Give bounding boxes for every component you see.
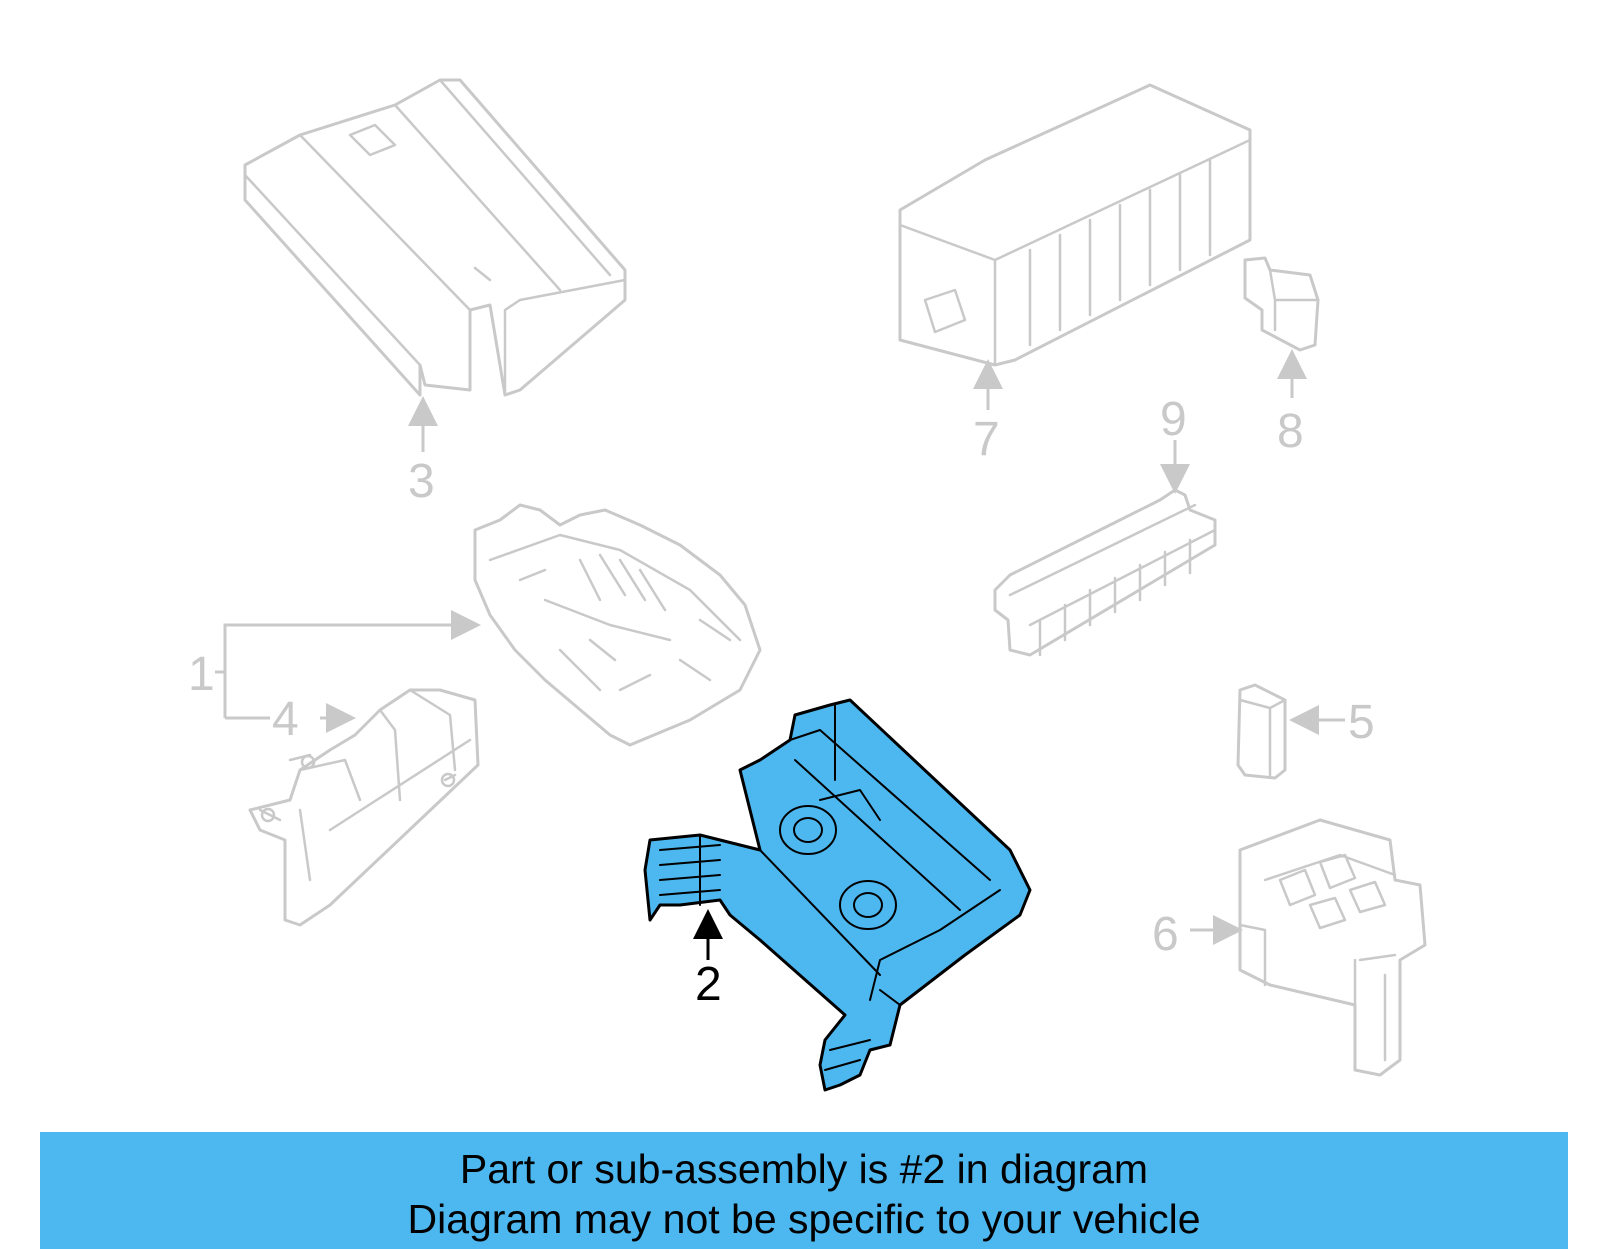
part-3-cover xyxy=(243,78,627,397)
info-banner: Part or sub-assembly is #2 in diagram Di… xyxy=(40,1132,1568,1249)
callout-9: 9 xyxy=(1160,393,1187,446)
callout-2: 2 xyxy=(695,958,722,1011)
callout-7: 7 xyxy=(973,413,1000,466)
part-4-bracket xyxy=(248,688,480,927)
part-7-relay-box xyxy=(898,83,1252,367)
callout-8: 8 xyxy=(1277,405,1304,458)
callout-3: 3 xyxy=(408,455,435,508)
callout-6: 6 xyxy=(1152,908,1179,961)
callout-labels: 1 2 3 4 5 6 7 8 9 xyxy=(188,393,1375,1011)
callout-1: 1 xyxy=(188,648,215,701)
callout-5: 5 xyxy=(1348,696,1375,749)
part-6-connector xyxy=(1238,818,1427,1077)
part-9-fuse-holder xyxy=(993,488,1217,657)
leader-lines xyxy=(215,349,1345,960)
part-2-base-bracket xyxy=(643,698,1032,1092)
part-8-bracket xyxy=(1243,256,1320,352)
banner-line-2: Diagram may not be specific to your vehi… xyxy=(407,1196,1201,1242)
part-5-relay xyxy=(1236,683,1287,780)
part-1-fuse-box xyxy=(473,503,762,747)
banner-line-1: Part or sub-assembly is #2 in diagram xyxy=(459,1146,1149,1192)
callout-4: 4 xyxy=(272,693,299,746)
